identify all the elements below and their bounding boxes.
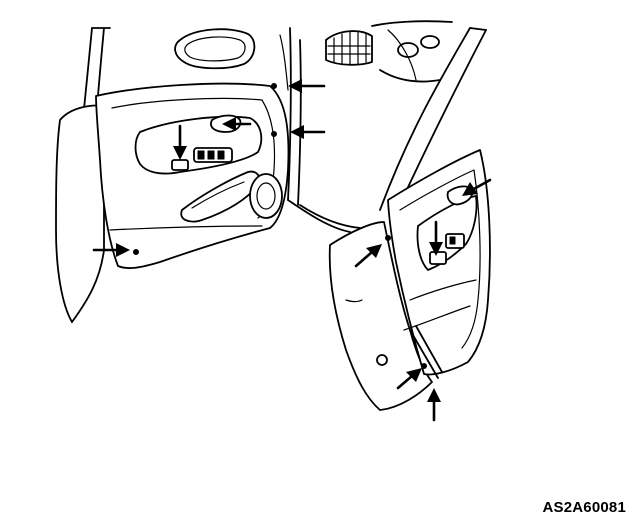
dashboard-interior bbox=[325, 20, 453, 83]
fastener-arrows bbox=[92, 79, 492, 422]
screw-point bbox=[133, 249, 139, 255]
arrow-rear-armrest bbox=[429, 220, 443, 256]
arrow-rear-handle bbox=[462, 178, 492, 196]
side-mirror bbox=[174, 28, 256, 70]
arrow-front-lower bbox=[92, 243, 130, 257]
front-door bbox=[55, 82, 290, 323]
rear-door bbox=[328, 27, 491, 411]
arrow-front-handle bbox=[222, 117, 252, 131]
window-switch bbox=[197, 150, 205, 160]
arrow-front-switch bbox=[173, 124, 187, 160]
arrow-door-bottom bbox=[427, 388, 441, 422]
arrow-rear-bottom bbox=[396, 368, 422, 390]
arrow-pillar-lower bbox=[290, 125, 326, 139]
speaker-grille bbox=[249, 173, 283, 219]
figure-code: AS2A60081 bbox=[542, 499, 626, 516]
arrow-pillar-upper bbox=[288, 79, 326, 93]
arrow-rear-edge bbox=[354, 244, 382, 268]
